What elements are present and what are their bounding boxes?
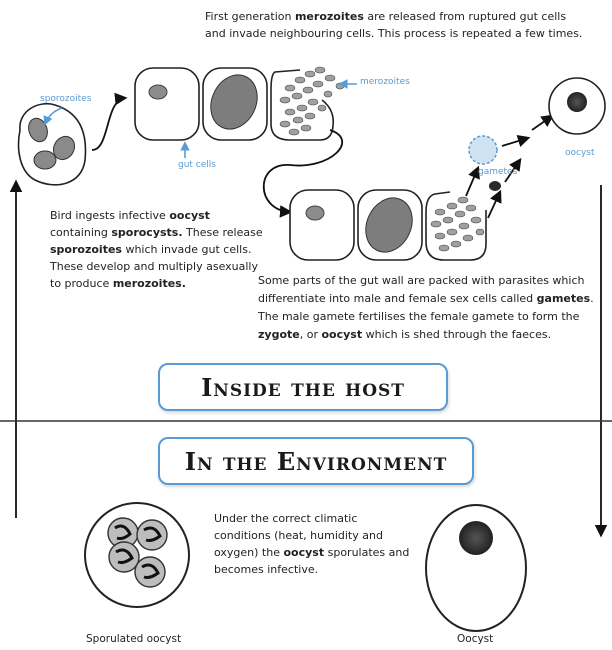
oocyst-label: oocyst bbox=[565, 148, 595, 158]
sporulated-oocyst-label: Sporulated oocyst bbox=[86, 633, 182, 645]
sporulation-caption: Under the correct climatic conditions (h… bbox=[214, 512, 410, 576]
sporulated-oocyst bbox=[84, 502, 190, 608]
gut-cell-ruptured bbox=[270, 69, 335, 141]
arrow-to-second-row bbox=[263, 129, 344, 218]
ingested-oocyst bbox=[17, 103, 87, 186]
gut-cell-2 bbox=[202, 67, 268, 141]
sporozoites-label: sporozoites bbox=[40, 94, 92, 104]
gut-cell-3 bbox=[289, 189, 355, 261]
gametes-caption: Some parts of the gut wall are packed wi… bbox=[258, 274, 594, 341]
merozoites-cluster-top bbox=[279, 66, 345, 136]
unsporulated-oocyst bbox=[425, 504, 527, 632]
arrow-to-gut-cells bbox=[91, 92, 128, 151]
inside-host-banner: Inside the host bbox=[158, 363, 448, 411]
merozoites-cluster-bottom bbox=[430, 196, 485, 252]
environment-banner: In the Environment bbox=[158, 437, 474, 485]
gametes-label: gametes bbox=[478, 167, 518, 177]
male-gamete bbox=[489, 181, 501, 191]
merozoite-caption: First generation merozoites are released… bbox=[205, 10, 583, 40]
merozoites-label: merozoites bbox=[360, 77, 410, 87]
zygote-oocyst bbox=[548, 77, 606, 135]
ingestion-caption: Bird ingests infective oocyst containing… bbox=[50, 209, 263, 290]
gut-cell-4 bbox=[357, 189, 423, 261]
gut-cells-label: gut cells bbox=[178, 160, 216, 170]
gut-cell-1 bbox=[134, 67, 200, 141]
oocyst-bottom-label: Oocyst bbox=[457, 633, 494, 645]
gut-cell-gametes bbox=[425, 191, 487, 261]
female-gamete bbox=[468, 135, 498, 165]
